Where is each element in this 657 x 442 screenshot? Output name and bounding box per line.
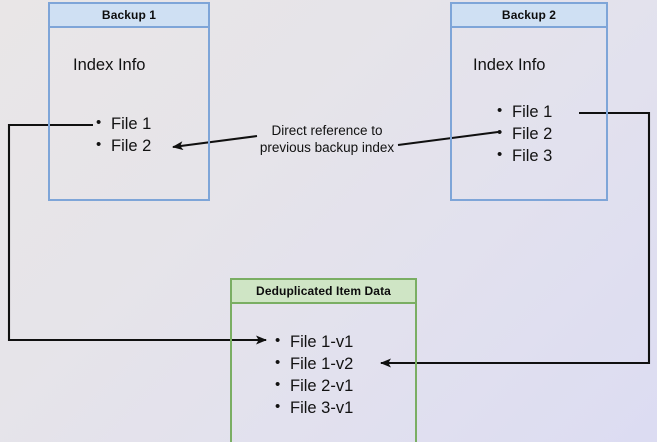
deduplicated-item-data-box[interactable]: Deduplicated Item Data File 1-v1 File 1-… [230,278,417,442]
deduplicated-item-list: File 1-v1 File 1-v2 File 2-v1 File 3-v1 [274,330,353,419]
list-item: File 3 [496,144,552,167]
deduplicated-item-data-header: Deduplicated Item Data [232,280,415,304]
list-item: File 1-v1 [274,330,353,353]
annotation-line-2: previous backup index [259,140,395,155]
direct-reference-annotation: Direct reference to previous backup inde… [253,122,401,156]
backup-1-file-list: File 1 File 2 [95,112,151,157]
backup-2-file-list: File 1 File 2 File 3 [496,100,552,167]
annotation-line-1: Direct reference to [271,123,383,138]
backup-2-index-info-label: Index Info [473,56,546,74]
list-item: File 1-v2 [274,352,353,375]
backup-1-header: Backup 1 [50,4,208,28]
list-item: File 1 [95,112,151,135]
backup-1-box[interactable]: Backup 1 Index Info File 1 File 2 [48,2,210,201]
list-item: File 2 [95,134,151,157]
backup-1-body: Index Info File 1 File 2 [50,28,208,199]
list-item: File 1 [496,100,552,123]
backup-2-box[interactable]: Backup 2 Index Info File 1 File 2 File 3 [450,2,608,201]
backup-2-header: Backup 2 [452,4,606,28]
list-item: File 2-v1 [274,374,353,397]
backup-2-body: Index Info File 1 File 2 File 3 [452,28,606,199]
list-item: File 3-v1 [274,396,353,419]
backup-1-index-info-label: Index Info [73,56,146,74]
list-item: File 2 [496,122,552,145]
deduplicated-item-data-body: File 1-v1 File 1-v2 File 2-v1 File 3-v1 [232,304,415,442]
